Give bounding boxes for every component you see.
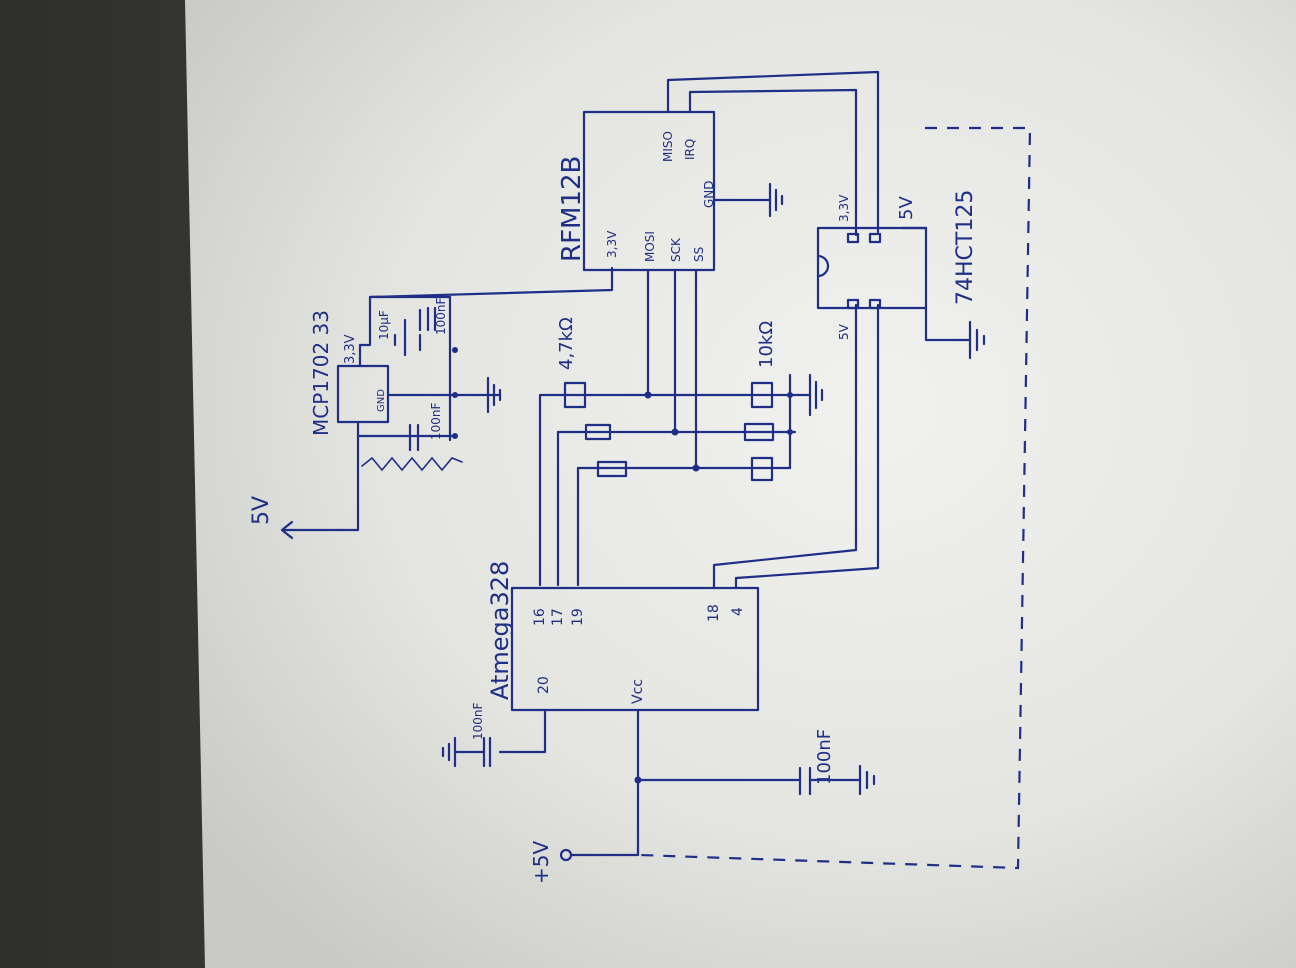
supply-5v-label: 5V [249,496,274,525]
dashed-enclosure [639,126,1032,870]
cap-10uF-symbol [393,308,422,357]
pulldown-ground-icon [808,373,824,417]
cap-100nF-d-label: 100nF [814,729,835,785]
rfm-gnd-label: GND [702,180,716,208]
atmega328-mcu: Atmega328 16 17 19 18 4 20 Vcc 100nF +5V… [441,303,880,884]
hct-pin-b [868,232,882,244]
hct125-buffer: 74HCT125 5V 3,3V 5V [816,190,986,360]
atmega-pin4-label: 4 [730,607,746,616]
atmega-vcc-label: Vcc [630,679,646,704]
cap-100nF-a-label: 100nF [434,297,448,335]
res-10k-label: 10kΩ [756,321,777,368]
hct-pin-c [846,298,860,310]
atmega-pin18-label: 18 [706,604,722,622]
aref-ground-icon [441,736,486,768]
hct-5v-side-label: 5V [837,323,851,340]
hct-pin-d [868,298,882,310]
res-4k7-b [584,423,612,441]
mcp-output-wire [358,295,452,442]
res-4k7-a [563,381,587,409]
mcp-input-wire [283,420,360,532]
res-10k-b [743,422,775,442]
mcp-name-label: MCP1702 33 [309,310,333,436]
vcc-wire [570,708,640,857]
aref-wire [498,708,547,754]
atmega-pin17-label: 17 [550,608,566,626]
rfm-ss-label: SS [692,247,706,262]
paper-sheet [185,0,1296,968]
spi-bus: 4,7kΩ 10kΩ [538,268,824,587]
pin18-wire [712,303,858,590]
rfm-miso-label: MISO [661,131,675,162]
rfm-vcc-label: 3,3V [605,230,619,258]
rfm-ground-icon [768,182,784,218]
atmega-body [510,586,760,712]
vcc-ground-icon [808,764,876,796]
atmega-name-label: Atmega328 [486,561,514,700]
hct-33v-label: 3,3V [837,194,851,222]
rfm-name-label: RFM12B [557,156,587,262]
rfm-power-wire [368,266,614,299]
rfm12b-module: RFM12B 3,3V MOSI SCK SS GND MISO IRQ [557,70,880,272]
scribble-hatch [361,456,463,472]
res-10k-a [750,381,774,409]
res-4k7-c [596,460,628,478]
res-10k-c [750,456,774,482]
pin4-wire [734,303,880,590]
hct-5v-top-label: 5V [896,196,917,220]
atmega-pin19-label: 19 [570,608,586,626]
hct-ground-icon [968,320,986,360]
cap-10uF-label: 10µF [377,310,391,340]
supply-plus5v-label: +5V [529,841,553,884]
arrow-5v-icon [280,520,294,540]
vcc-terminal [559,848,573,862]
mcp-regulator: MCP1702 33 GND 3,3V 5V 10µF 100nF 100nF [249,266,614,540]
hct-name-label: 74HCT125 [953,190,978,305]
mcp-ground-icon [486,376,502,414]
cap-100nF-c-label: 100nF [471,702,485,740]
irq-wire-inner [688,88,858,237]
rfm-mosi-label: MOSI [643,231,657,262]
atmega-spi-leads [538,393,580,587]
rfm-irq-label: IRQ [683,139,697,160]
hct-notch [816,254,830,278]
hct-gnd-wire [924,306,972,342]
mcp-out-label: 3,3V [343,334,358,364]
res-4k7-label: 4,7kΩ [556,317,577,370]
miso-wire-outer [666,70,880,234]
mcp-gnd-label: GND [376,389,387,412]
cap-100nF-b-symbol [408,423,420,452]
hct-pin-a [846,232,860,244]
cap-100nF-a-symbol [426,306,437,332]
atmega-pin16-label: 16 [532,608,548,626]
rfm-sck-label: SCK [669,237,683,262]
cap-100nF-b-label: 100nF [429,402,443,440]
atmega-pin20-label: 20 [536,676,552,694]
